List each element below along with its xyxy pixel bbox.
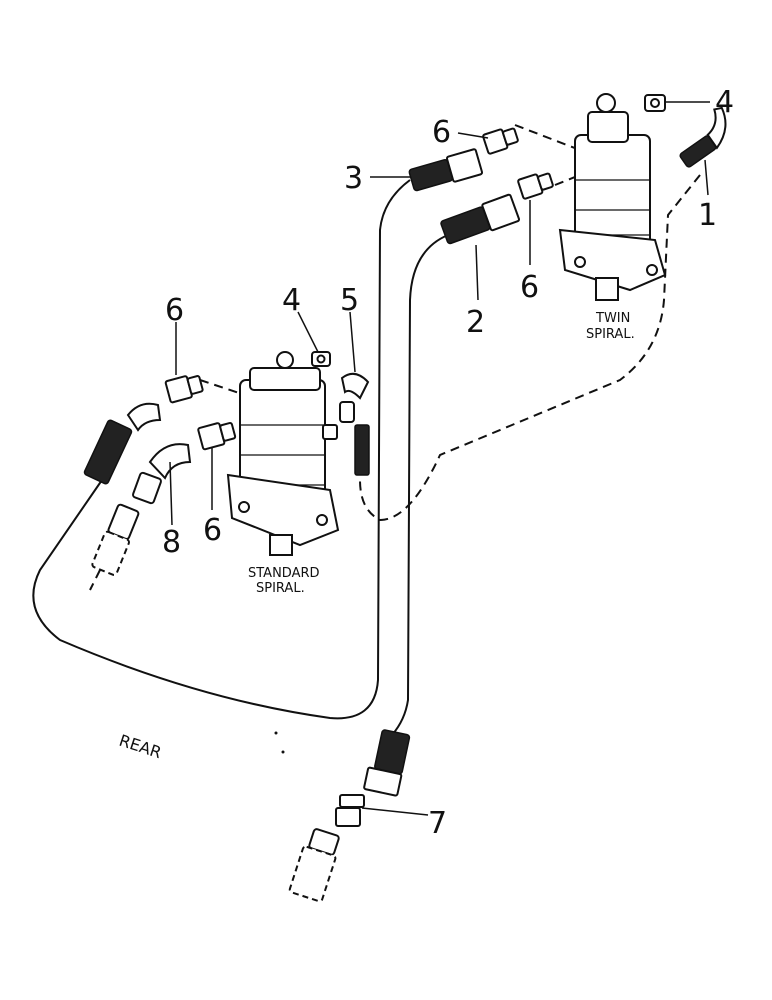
dashed-link-top	[514, 124, 581, 151]
leader-2	[475, 244, 479, 301]
callout-3: 3	[344, 161, 363, 196]
hose-end-upper-left	[83, 402, 162, 485]
callout-4-mid: 4	[282, 283, 301, 318]
adaptor-6-right	[517, 172, 554, 200]
leader-7	[361, 807, 429, 816]
elbow-5	[339, 372, 370, 423]
adaptor-6-left	[164, 375, 204, 404]
hose-end-bottom	[363, 729, 411, 797]
hose-end-1	[679, 106, 727, 168]
callout-1: 1	[698, 198, 717, 233]
twin-spiral-motor	[558, 93, 667, 301]
leader-5	[349, 311, 356, 373]
dashed-link-left	[199, 379, 246, 396]
callout-6-right: 6	[520, 270, 539, 305]
hose-end-bottom-dashed	[288, 828, 340, 903]
fitting-7	[335, 794, 365, 827]
standard-spiral-label-line1: STANDARD	[248, 566, 320, 581]
twin-spiral-label-line2: SPIRAL.	[586, 327, 635, 342]
small-fitting-mid	[322, 424, 370, 476]
elbow-4-mid	[311, 351, 331, 367]
elbow-8	[132, 443, 192, 505]
dashed-return-hose	[359, 174, 701, 522]
hose-end-3	[408, 148, 484, 192]
callout-4-top: 4	[715, 85, 734, 120]
adaptor-6-bottom	[197, 421, 237, 451]
adaptor-6-top	[482, 127, 519, 155]
mark-dot-2	[281, 750, 285, 754]
callout-6-bottom: 6	[203, 513, 222, 548]
hose-end-2	[440, 193, 520, 245]
elbow-4-top	[644, 94, 666, 112]
mark-dot-1	[274, 731, 278, 735]
leader-4-mid	[297, 311, 319, 353]
standard-spiral-motor	[226, 351, 340, 556]
callout-8: 8	[162, 525, 181, 560]
callout-6-top: 6	[432, 115, 451, 150]
leader-6-top	[457, 132, 489, 139]
twin-spiral-label-line1: TWIN	[595, 311, 630, 326]
leader-8	[169, 461, 173, 526]
callout-6-left: 6	[165, 293, 184, 328]
hose-end-lower-left	[91, 503, 140, 576]
dashed-lower-left-hose	[89, 569, 101, 591]
callout-7: 7	[428, 806, 447, 841]
leader-1	[704, 159, 709, 196]
callout-2: 2	[466, 305, 485, 340]
callout-5: 5	[340, 283, 359, 318]
rear-label: REAR	[117, 731, 164, 762]
main-hose-loop	[32, 179, 411, 720]
standard-spiral-label-line2: SPIRAL.	[256, 581, 305, 596]
hose-to-fitting-7	[391, 234, 449, 736]
